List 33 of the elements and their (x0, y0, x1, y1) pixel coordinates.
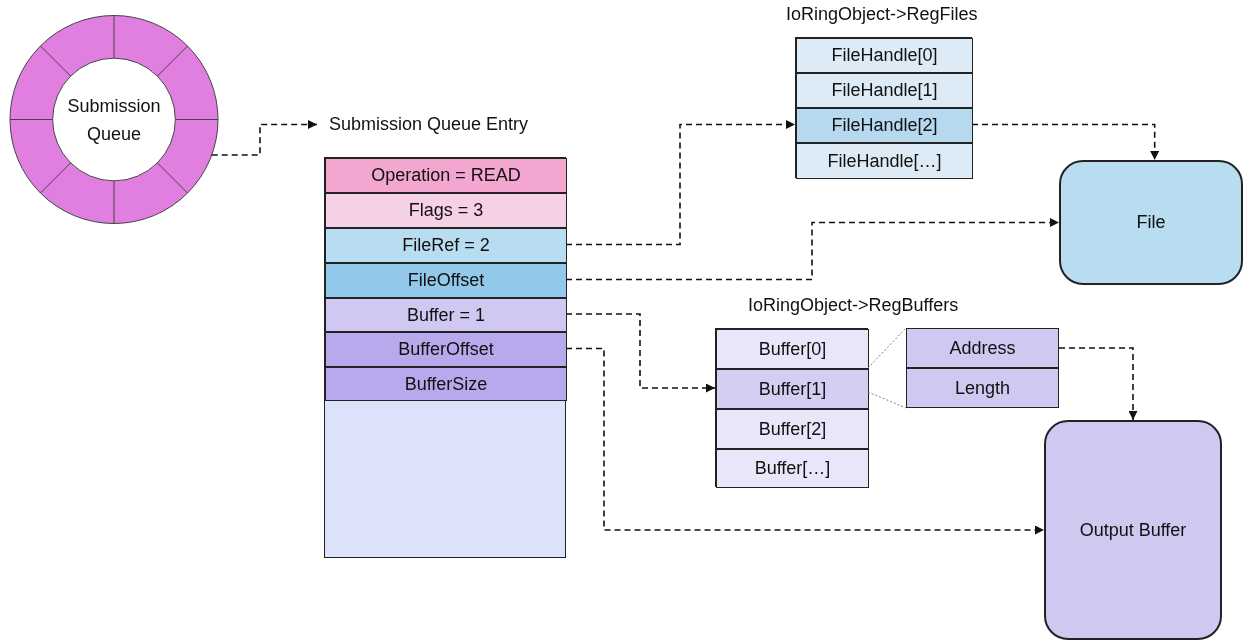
struct-heading: IoRingObject->RegBuffers (748, 295, 959, 316)
arrow (565, 347, 1045, 535)
struct-field: Address (906, 328, 1059, 368)
arrow (1058, 347, 1138, 421)
struct-field: Buffer[…] (716, 449, 869, 488)
arrow (565, 218, 1060, 281)
struct-field: FileHandle[1] (796, 73, 973, 108)
struct-field: FileRef = 2 (325, 228, 567, 263)
connector-line (867, 327, 907, 369)
arrow (565, 313, 716, 393)
struct-field: BufferSize (325, 367, 567, 401)
struct-heading: Submission Queue Entry (329, 114, 529, 135)
memory-block: File (1059, 160, 1243, 285)
arrow (971, 123, 1160, 161)
struct-field: BufferOffset (325, 332, 567, 367)
memory-block: Output Buffer (1044, 420, 1222, 640)
connector-line (867, 391, 907, 409)
struct-field: FileOffset (325, 263, 567, 298)
struct-field: Buffer[2] (716, 409, 869, 449)
struct-field: Buffer = 1 (325, 298, 567, 332)
struct-field: Buffer[1] (716, 369, 869, 409)
struct-field: FileHandle[2] (796, 108, 973, 143)
struct-field: FileHandle[…] (796, 143, 973, 179)
struct-field: Length (906, 368, 1059, 408)
arrow (565, 120, 796, 246)
node-label: Submission Queue (66, 94, 162, 146)
arrow (210, 120, 318, 156)
struct-field: Operation = READ (325, 158, 567, 193)
struct-heading: IoRingObject->RegFiles (786, 4, 978, 25)
struct-field: Buffer[0] (716, 329, 869, 369)
struct-field: Flags = 3 (325, 193, 567, 228)
struct-field: FileHandle[0] (796, 38, 973, 73)
queue-ring (9, 13, 219, 226)
